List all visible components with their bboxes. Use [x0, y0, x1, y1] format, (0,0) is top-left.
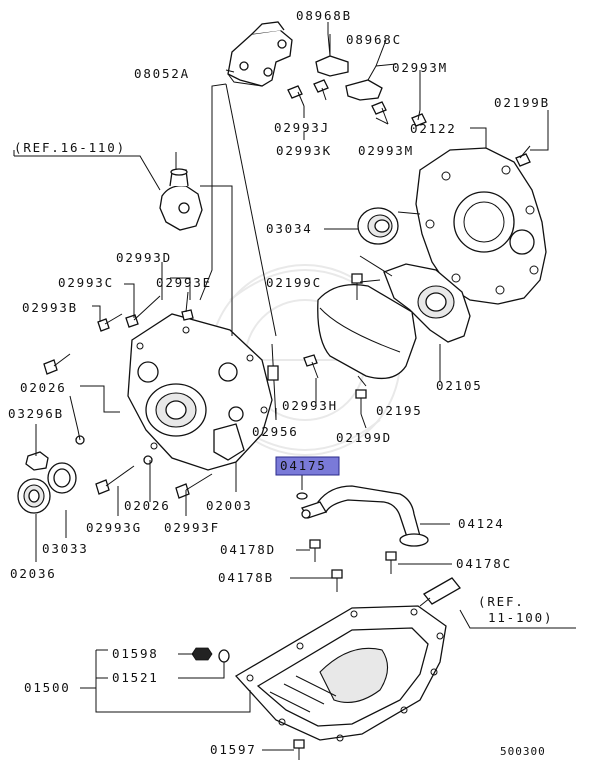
label-02026-left[interactable]: 02026	[20, 380, 67, 395]
bolts-strainer[interactable]	[309, 539, 397, 592]
label-01500[interactable]: 01500	[24, 680, 71, 695]
label-02993m-mid[interactable]: 02993M	[358, 143, 414, 158]
diagram-code: 500300	[500, 745, 546, 758]
water-outlet-ref-16-110	[159, 168, 203, 231]
label-02993h[interactable]: 02993H	[282, 398, 338, 413]
leader-lines	[13, 22, 576, 751]
cap-03296b[interactable]	[25, 451, 49, 471]
rear-plate-02122[interactable]	[415, 147, 547, 305]
cover-02195[interactable]	[317, 283, 417, 380]
bolt-01597[interactable]	[293, 739, 305, 760]
seal-03033[interactable]	[47, 462, 77, 494]
label-ref-11-100-a[interactable]: (REF.	[478, 594, 525, 609]
bolts-top[interactable]	[287, 79, 531, 167]
label-02026-bottom[interactable]: 02026	[124, 498, 171, 513]
bracket-08052a[interactable]	[227, 21, 293, 87]
label-08052a[interactable]: 08052A	[134, 66, 190, 81]
label-ref-11-100-b[interactable]: 11-100)	[488, 610, 553, 625]
label-03034[interactable]: 03034	[266, 221, 313, 236]
oring-04175[interactable]	[296, 492, 308, 500]
label-02036[interactable]: 02036	[10, 566, 57, 581]
drain-plug-01598[interactable]	[191, 647, 213, 661]
oil-strainer-04124[interactable]	[301, 485, 429, 547]
label-ref-16-110[interactable]: (REF.16-110)	[14, 140, 126, 155]
label-02993e[interactable]: 02993E	[156, 275, 212, 290]
clip-08968b[interactable]	[315, 34, 349, 77]
label-03033[interactable]: 03033	[42, 541, 89, 556]
seal-case-02105[interactable]	[383, 263, 471, 343]
pipe-02956[interactable]	[267, 343, 279, 421]
label-02199d[interactable]: 02199D	[336, 430, 392, 445]
part-labels: 08968B 08968C 08052A 02993M 02993J 02993…	[8, 8, 553, 758]
bolts-right-middle[interactable]	[303, 273, 367, 414]
label-08968b[interactable]: 08968B	[296, 8, 352, 23]
label-02105[interactable]: 02105	[436, 378, 483, 393]
label-02199c[interactable]: 02199C	[266, 275, 322, 290]
label-02993k[interactable]: 02993K	[276, 143, 332, 158]
highlight-04175	[275, 456, 340, 476]
label-01598[interactable]: 01598	[112, 646, 159, 661]
label-04178c[interactable]: 04178C	[456, 556, 512, 571]
label-01521[interactable]: 01521	[112, 670, 159, 685]
label-02993c[interactable]: 02993C	[58, 275, 114, 290]
gasket-01521[interactable]	[218, 649, 230, 663]
label-02993d[interactable]: 02993D	[116, 250, 172, 265]
label-04124[interactable]: 04124	[458, 516, 505, 531]
label-03296b[interactable]: 03296B	[8, 406, 64, 421]
label-04175[interactable]: 04175	[280, 458, 327, 473]
label-02199b[interactable]: 02199B	[494, 95, 550, 110]
label-01597[interactable]: 01597	[210, 742, 257, 757]
label-02993m-top[interactable]: 02993M	[392, 60, 448, 75]
dipstick-ref-11-100	[419, 577, 461, 607]
label-08968c[interactable]: 08968C	[346, 32, 402, 47]
label-02003[interactable]: 02003	[206, 498, 253, 513]
bolts-front-case[interactable]	[43, 291, 213, 499]
label-04178b[interactable]: 04178B	[218, 570, 274, 585]
clip-08968c[interactable]	[345, 63, 397, 101]
label-02956[interactable]: 02956	[252, 424, 299, 439]
label-04178d[interactable]: 04178D	[220, 542, 276, 557]
label-02993f[interactable]: 02993F	[164, 520, 220, 535]
oil-pan-01500[interactable]	[234, 605, 447, 742]
label-02122[interactable]: 02122	[410, 121, 457, 136]
seal-02036[interactable]	[17, 478, 51, 514]
front-case-02003[interactable]	[127, 313, 273, 471]
label-02993b[interactable]: 02993B	[22, 300, 78, 315]
label-02195[interactable]: 02195	[376, 403, 423, 418]
label-02993j[interactable]: 02993J	[274, 120, 330, 135]
label-02993g[interactable]: 02993G	[86, 520, 142, 535]
oil-seal-03034[interactable]	[357, 207, 399, 245]
